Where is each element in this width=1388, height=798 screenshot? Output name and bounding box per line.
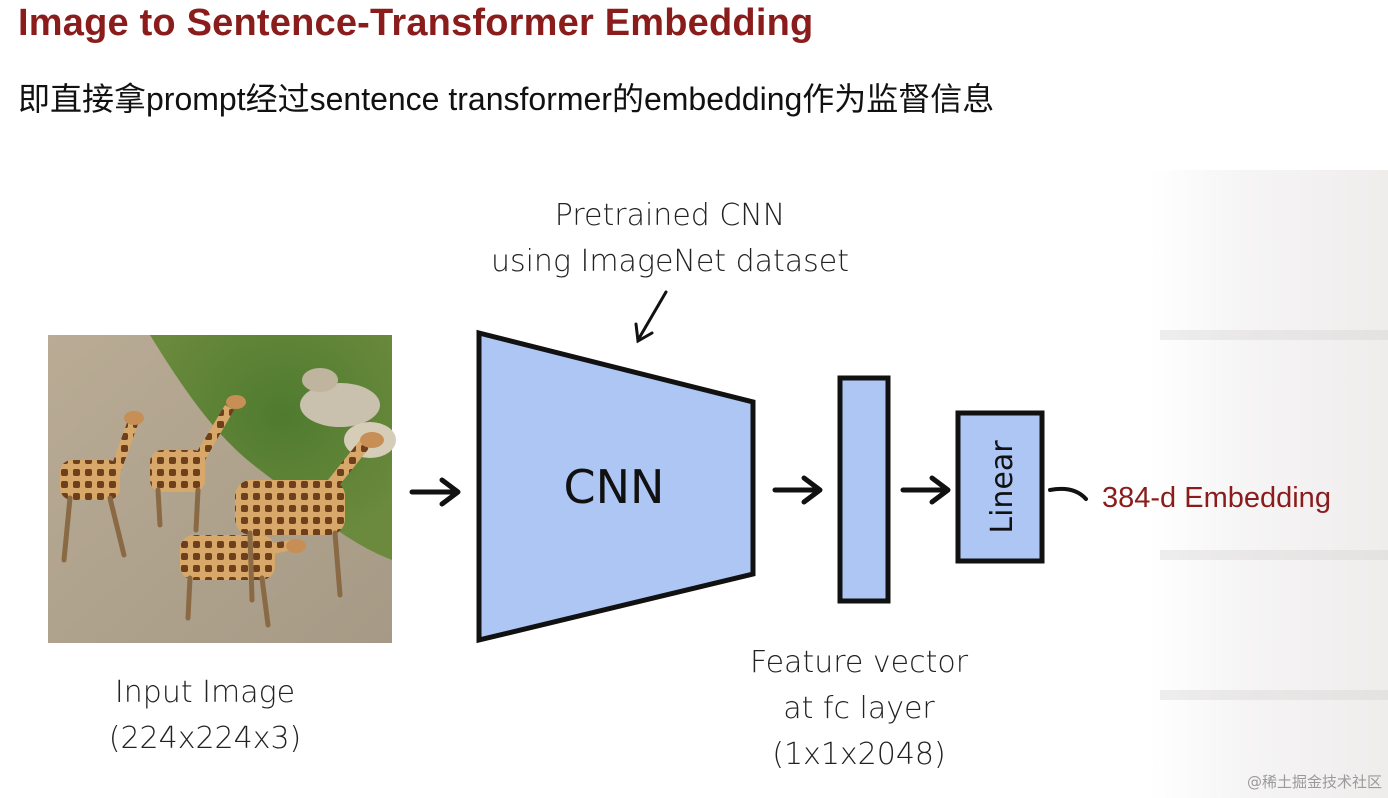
output-connector <box>1048 486 1088 501</box>
slide-subtitle: 即直接拿prompt经过sentence transformer的embeddi… <box>18 81 995 117</box>
feature-caption-line3: (1x1x2048) <box>772 737 946 772</box>
input-image <box>48 335 396 643</box>
input-caption-line1: Input Image <box>114 675 296 710</box>
input-image-caption: Input Image (224x224x3) <box>70 670 340 762</box>
feature-vector-block <box>837 375 891 604</box>
arrow-image-to-cnn <box>409 477 461 507</box>
cnn-note: Pretrained CNN using ImageNet dataset <box>490 193 850 285</box>
background-stripe <box>1160 690 1388 700</box>
arrow-feature-to-linear <box>900 475 951 505</box>
cnn-note-line1: Pretrained CNN <box>554 198 786 233</box>
cnn-note-line2: using ImageNet dataset <box>490 244 850 279</box>
background-stripe <box>1160 550 1388 560</box>
linear-block <box>955 410 1045 564</box>
cnn-label: CNN <box>564 460 665 514</box>
background-decoration <box>1150 170 1388 798</box>
cnn-block <box>476 329 756 644</box>
arrow-cnn-to-feature <box>772 475 823 505</box>
feature-vector-caption: Feature vector at fc layer (1x1x2048) <box>728 640 990 778</box>
watermark: @稀土掘金技术社区 <box>1246 773 1382 791</box>
slide-title: Image to Sentence-Transformer Embedding <box>18 2 814 44</box>
feature-caption-line1: Feature vector <box>749 645 969 680</box>
feature-caption-line2: at fc layer <box>783 691 935 726</box>
output-embedding-label: 384-d Embedding <box>1102 482 1331 514</box>
input-caption-line2: (224x224x3) <box>108 721 302 756</box>
linear-label: Linear <box>985 440 1020 534</box>
pointer-arrow <box>634 290 668 344</box>
background-stripe <box>1160 330 1388 340</box>
